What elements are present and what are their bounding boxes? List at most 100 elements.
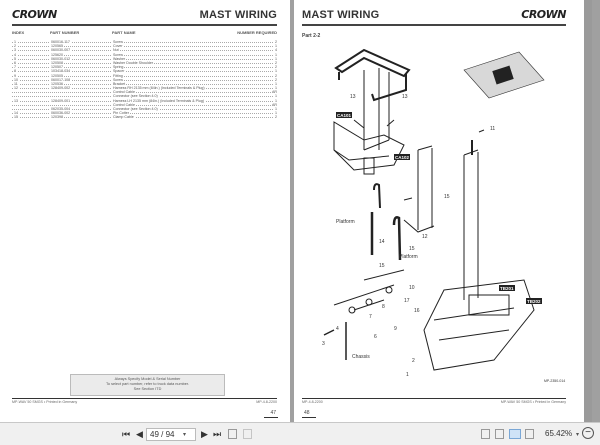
zoom-dropdown-arrow[interactable]: ▾ bbox=[576, 432, 580, 438]
two-page-view-icon[interactable] bbox=[509, 429, 521, 439]
cell-qty: 2 bbox=[274, 115, 277, 120]
cell-index: 15 bbox=[14, 115, 19, 120]
cell-index: 2 bbox=[14, 44, 17, 49]
cell-qty: 1 bbox=[274, 44, 277, 49]
cell-index: 13 bbox=[14, 98, 19, 103]
footer-left: MP-4.8-2200 bbox=[302, 400, 323, 404]
svg-text:8: 8 bbox=[382, 304, 385, 310]
cell-part-number: 120507 bbox=[50, 65, 64, 70]
table-row: 13 128409-001 Harness LH 2135 mm (84in.) (… bbox=[12, 98, 277, 103]
footer-right: MP-4.8-2200 bbox=[256, 400, 277, 404]
cell-part-name: Harness LH 2135 mm (84in.) (Included Ter… bbox=[112, 98, 206, 103]
svg-text:3: 3 bbox=[322, 341, 325, 347]
page-dropdown-arrow[interactable]: ▾ bbox=[183, 432, 187, 438]
cell-part-name: Cover bbox=[112, 44, 124, 49]
cell-part-number: 128409-001 bbox=[50, 98, 72, 103]
cell-qty: 2 bbox=[274, 65, 277, 70]
page-47: CROWN MAST WIRING INDEX PART NUMBER PART… bbox=[0, 0, 290, 422]
svg-text:7: 7 bbox=[369, 314, 372, 320]
paste-icon[interactable] bbox=[243, 429, 252, 439]
cell-part-number: 060036-002 bbox=[50, 111, 72, 116]
cell-qty: 1 bbox=[274, 94, 277, 99]
copy-icon[interactable] bbox=[228, 429, 237, 439]
svg-text:Chassis: Chassis bbox=[352, 354, 370, 360]
cell-index: 1 bbox=[14, 40, 17, 45]
cell-part-name: Clamp Cable bbox=[112, 115, 135, 120]
cell-index: 7 bbox=[14, 65, 17, 70]
cell-index: 10 bbox=[14, 77, 19, 82]
leader-dots bbox=[12, 48, 277, 52]
single-page-view-icon[interactable] bbox=[481, 429, 490, 439]
svg-text:15: 15 bbox=[409, 246, 415, 252]
zoom-level[interactable]: 65.42% bbox=[545, 429, 573, 438]
continuous-two-page-icon[interactable] bbox=[525, 429, 534, 439]
footer-left: MP-WAV 50 SMGS • Printed in Germany bbox=[12, 400, 78, 404]
first-page-button[interactable]: ⏮ bbox=[122, 429, 131, 439]
footer-right: MP-WAV 50 SMGS • Printed in Germany bbox=[500, 400, 566, 404]
cell-part-name: Fitting bbox=[112, 73, 124, 78]
cell-index: 8 bbox=[14, 69, 17, 74]
cell-qty: 1 bbox=[274, 52, 277, 57]
svg-text:15: 15 bbox=[379, 263, 385, 269]
last-page-button[interactable]: ⏭ bbox=[213, 429, 222, 439]
leader-dots bbox=[12, 82, 277, 85]
svg-text:1: 1 bbox=[406, 372, 409, 378]
navigation-toolbar: ⏮ ◀ 49 / 94 ▾ ▶ ⏭ 65.42% ▾ − bbox=[0, 422, 600, 445]
cell-part-name: Control Cable bbox=[112, 102, 136, 108]
zoom-out-button[interactable]: − bbox=[582, 427, 594, 439]
svg-text:Platform: Platform bbox=[399, 254, 418, 260]
svg-text:14: 14 bbox=[379, 239, 385, 245]
page-title: MAST WIRING bbox=[302, 9, 380, 21]
crown-logo: CROWN bbox=[12, 8, 57, 21]
svg-text:TB201: TB201 bbox=[500, 286, 514, 291]
cell-index: 6 bbox=[14, 60, 17, 66]
cell-qty: 1 bbox=[274, 98, 277, 103]
svg-text:4: 4 bbox=[336, 326, 339, 332]
next-page-button[interactable]: ▶ bbox=[201, 429, 208, 439]
continuous-view-icon[interactable] bbox=[495, 429, 504, 439]
cell-part-number: 128409-002 bbox=[50, 86, 72, 91]
cell-part-name: Washer Double Shoulder bbox=[112, 60, 155, 66]
cell-qty: 1 bbox=[274, 56, 277, 61]
leader-dots bbox=[12, 103, 277, 106]
svg-text:MP-2350-014: MP-2350-014 bbox=[544, 379, 565, 383]
svg-text:10: 10 bbox=[409, 285, 415, 291]
cell-part-name: Connector (see Section 4.0) bbox=[112, 94, 159, 99]
cell-part-name: Screw bbox=[112, 77, 124, 82]
part-label: Part 2-2 bbox=[302, 33, 321, 39]
cell-part-number: 060017-108 bbox=[50, 77, 72, 82]
cell-part-number: 120565 bbox=[50, 44, 64, 49]
svg-text:11: 11 bbox=[490, 126, 495, 132]
page-number-underline bbox=[302, 417, 316, 418]
cell-part-name: Pin Cotter bbox=[112, 111, 130, 116]
table-row: Connector (see Section 4.0) 1 bbox=[12, 94, 277, 99]
prev-page-button[interactable]: ◀ bbox=[136, 429, 143, 439]
svg-text:CA102: CA102 bbox=[395, 155, 410, 160]
cell-index: 5 bbox=[14, 56, 17, 61]
leader-dots bbox=[12, 53, 277, 56]
svg-text:9: 9 bbox=[394, 326, 397, 332]
cell-index: 14 bbox=[14, 111, 19, 116]
vertical-scrollbar[interactable] bbox=[584, 0, 592, 422]
cell-qty: 2 bbox=[274, 60, 277, 66]
col-part-name: PART NAME bbox=[112, 30, 136, 35]
svg-text:Platform: Platform bbox=[336, 219, 355, 225]
leader-dots bbox=[12, 111, 277, 115]
page-title: MAST WIRING bbox=[199, 9, 277, 21]
cell-part-number: 120536 bbox=[50, 81, 64, 87]
cell-part-name: Nut bbox=[112, 48, 120, 53]
page-number-underline bbox=[264, 417, 278, 418]
leader-dots bbox=[12, 78, 277, 81]
cell-part-name: Bracket bbox=[112, 81, 127, 87]
notice-line-3: See Section ITD bbox=[133, 387, 162, 391]
page-number-input[interactable]: 49 / 94 bbox=[146, 428, 196, 441]
leader-dots bbox=[12, 115, 277, 119]
cell-qty: 1 bbox=[274, 81, 277, 87]
